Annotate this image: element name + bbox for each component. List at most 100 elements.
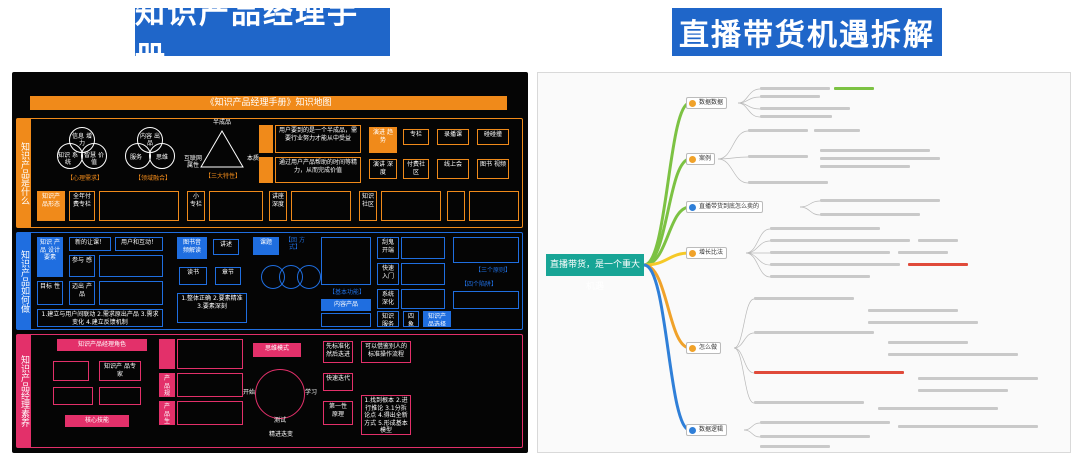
leaf-line	[760, 115, 832, 118]
section-label: 知识产品是什么	[17, 119, 31, 227]
leaf-line	[908, 263, 968, 266]
books-node-2	[447, 191, 465, 221]
branch-curve-4	[643, 251, 691, 267]
lecture-node: 讲述	[213, 239, 239, 255]
process-line: 1.建立与用户间联动 2.需求原出产品 3.需求变化 4.建立反馈机制	[37, 309, 163, 327]
fast-node: 快速迭代	[323, 373, 353, 391]
leaf-line	[754, 371, 904, 374]
tips-box	[453, 291, 519, 309]
knowledge-map-poster: 《知识产品经理手册》知识地图 知识产品是什么 信息 增力 知识 系统 智慧 价值…	[12, 72, 528, 453]
full-year-node: 全年付 费专栏	[69, 191, 95, 221]
think-node: 思维模式	[253, 343, 301, 357]
serve-node: 知识 服务	[377, 311, 399, 327]
branch-case: 案例	[686, 153, 716, 165]
start-label: 开始	[242, 389, 255, 396]
first-node: 第一性 原理	[323, 401, 353, 425]
quality-node: 可以借鉴别人的 标准操作流程	[361, 341, 411, 363]
core-need-label: 【心理需求】	[66, 175, 103, 182]
leaf-line	[754, 401, 864, 404]
iterate-label: 精进迭变	[268, 431, 293, 438]
mini-col-desc	[209, 191, 263, 221]
four-node: 四 象	[403, 311, 419, 327]
time-label: 【回 方式】	[285, 237, 305, 252]
module-list	[321, 237, 371, 285]
core-func-label: 【基本功能】	[328, 289, 365, 296]
prod-sel-node: 知识产 品选择	[423, 311, 451, 327]
triple-label: 【三个原则】	[474, 267, 511, 274]
prod-make-node: 产品 生产	[159, 401, 175, 425]
user-dev-node: 用户和互动！	[115, 237, 163, 251]
lead-node: 先标准化 然后迭进	[323, 341, 353, 363]
branch-logic: 数据逻辑	[686, 424, 728, 436]
leaf-line	[770, 227, 880, 230]
pm-role-a	[53, 361, 89, 381]
step2-node: 快速 入门	[377, 263, 399, 285]
column-node: 专栏	[403, 129, 429, 145]
leaf-line	[820, 199, 940, 202]
full-year-desc	[99, 191, 179, 221]
rules-node: 知识 产品 设计 要素	[37, 237, 63, 277]
offline-node: 线上会	[437, 159, 469, 179]
pm-role-node: 知识产品经理角色	[57, 339, 147, 351]
network-label: 互联网 属性	[183, 155, 202, 170]
branch-growth: 增长比法	[686, 247, 728, 259]
talk-desc	[291, 191, 351, 221]
leaf-line	[878, 407, 998, 410]
leaf-connectors	[717, 88, 821, 438]
books-desc	[469, 191, 519, 221]
wisdom-label: 智慧 价值	[84, 152, 104, 167]
branch-dot-icon	[689, 204, 696, 211]
goal-node: 目标 性	[37, 281, 63, 305]
leaf-line	[814, 129, 860, 132]
three-steps: 1.整体正确 2.要素精准 3.要素深刻	[177, 293, 247, 323]
stand-desc	[99, 281, 163, 305]
section-label: 知识产品如何做	[17, 233, 31, 329]
leaf-line	[770, 263, 900, 266]
wisdom-circle	[81, 143, 107, 169]
param-desc	[99, 255, 163, 277]
books2-node: 读书	[179, 267, 207, 285]
plan-desc	[177, 339, 243, 369]
section-label: 知识产品经理素养	[17, 335, 31, 447]
four-tips-label: 【四个陷阱】	[460, 281, 497, 288]
section-what-is: 知识产品是什么 信息 增力 知识 系统 智慧 价值 【心理需求】 内容 出品 服…	[16, 118, 523, 228]
branch-curve-3	[643, 205, 691, 267]
leaf-line	[918, 239, 958, 242]
half-tag	[259, 125, 273, 153]
leaf-line	[760, 435, 870, 438]
knowledge-label: 知识 系统	[58, 152, 78, 167]
content-prod-desc	[321, 313, 371, 327]
social-desc	[381, 191, 441, 221]
prod-plan-desc	[177, 373, 243, 397]
step2-desc	[401, 263, 445, 285]
step3-desc	[401, 289, 445, 309]
leaf-line	[760, 107, 850, 110]
branch-how-do: 怎么做	[686, 342, 722, 354]
prod-expert-node: 知识产 品专家	[99, 361, 141, 381]
leaf-line	[760, 95, 820, 98]
triangle-diagram	[200, 130, 244, 168]
leaf-line	[748, 155, 808, 158]
col-design-node: 课题	[253, 237, 279, 255]
talk-node: 讲座 深度	[269, 191, 287, 221]
mindmap-connectors	[643, 88, 821, 438]
knowledge-map-header: 《知识产品经理手册》知识地图	[30, 96, 507, 110]
serve-label: 服务	[129, 154, 142, 161]
course-node: 录播课	[437, 129, 469, 145]
choose-node: 演讲 深度	[369, 159, 397, 179]
leaf-line	[898, 425, 1038, 428]
learn-label: 学习	[304, 389, 317, 396]
leaf-line	[820, 213, 920, 216]
pm-role-b	[53, 387, 93, 405]
pm-role-c	[99, 387, 141, 405]
trend-node: 演进 趋势	[369, 127, 397, 153]
leaf-line	[820, 157, 940, 160]
branch-curve-2	[643, 157, 691, 267]
branch-curve-1	[643, 101, 691, 267]
content-label: 内容 出品	[140, 133, 160, 148]
three-attr-label: 【三大特性】	[204, 173, 241, 180]
right-poster-title: 直播带货机遇拆解	[672, 8, 942, 56]
branch-curve-6	[643, 263, 691, 432]
branch-dot-icon	[689, 345, 696, 352]
leaf-line	[898, 251, 948, 254]
